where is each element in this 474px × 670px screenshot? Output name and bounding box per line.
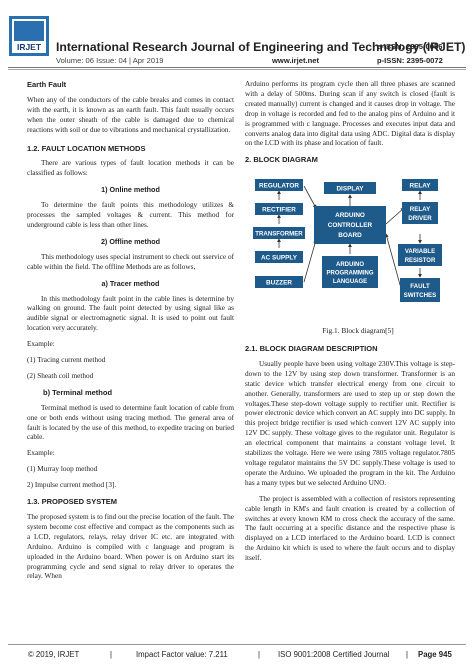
block-label: CONTROLLER — [328, 222, 373, 229]
example-item: (2) Sheath coil method — [27, 371, 94, 380]
relay-driver-block: RELAY DRIVER — [402, 202, 438, 224]
paragraph: The proposed system is to find out the p… — [27, 513, 234, 581]
footer-separator: | — [258, 650, 261, 659]
example-label: Example: — [27, 340, 55, 349]
website[interactable]: www.irjet.net — [272, 56, 319, 65]
block-label: BUZZER — [266, 280, 292, 287]
block-label: RECTIFIER — [262, 207, 296, 214]
left-column: Earth Fault When any of the conductors o… — [27, 80, 234, 588]
right-column-bottom: 2.1. BLOCK DIAGRAM DESCRIPTION Usually p… — [245, 344, 455, 570]
section-heading: 2. BLOCK DIAGRAM — [245, 155, 318, 165]
paragraph: This methodology uses special instrument… — [27, 252, 234, 271]
irjet-logo: IRJET — [9, 16, 49, 56]
footer-page: Page 945 — [418, 650, 452, 659]
paragraph: There are various types of fault locatio… — [27, 159, 234, 178]
earth-fault-paragraph: When any of the conductors of the cable … — [27, 95, 234, 134]
subheading: b) Terminal method — [43, 387, 113, 397]
paragraph: Usually people have been using voltage 2… — [245, 359, 455, 487]
variable-resistor-block: VARIABLE RESISTOR — [398, 244, 442, 266]
regulator-block: REGULATOR — [255, 179, 303, 191]
footer-copyright: © 2019, IRJET — [28, 650, 80, 659]
example-item: (1) Murray loop method — [27, 465, 98, 474]
logo-text: IRJET — [17, 42, 42, 52]
section-heading: 1.2. FAULT LOCATION METHODS — [27, 143, 146, 153]
block-label: SWITCHES — [404, 292, 437, 299]
paragraph: Arduino performs its program cycle then … — [245, 80, 455, 148]
block-label: ARDUINO — [335, 212, 365, 219]
eissn: e-ISSN: 2395-0056 — [377, 42, 443, 51]
block-label: BOARD — [338, 232, 362, 239]
block-label: TRANSFORMER — [255, 231, 303, 238]
subheading: 1) Online method — [101, 185, 160, 195]
pissn: p-ISSN: 2395-0072 — [377, 56, 443, 65]
block-label: RESISTOR — [405, 258, 436, 264]
block-label: RELAY — [409, 183, 431, 190]
block-label: VARIABLE — [405, 249, 435, 255]
subheading: a) Tracer method — [101, 278, 160, 288]
block-label: RELAY — [410, 206, 431, 213]
journal-title: International Research Journal of Engine… — [56, 40, 466, 54]
example-item: (1) Tracing current method — [27, 356, 106, 365]
paragraph: In this methodology fault point in the c… — [27, 294, 234, 333]
buzzer-block: BUZZER — [255, 276, 303, 288]
subheading: 2) Offline method — [100, 236, 161, 246]
arduino-board-block: ARDUINO CONTROLLER BOARD — [314, 206, 386, 244]
block-label: ARDUINO — [336, 262, 364, 268]
page-header: IRJET International Research Journal of … — [0, 0, 474, 66]
section-heading: 1.3. PROPOSED SYSTEM — [27, 497, 118, 507]
block-label: REGULATOR — [259, 183, 299, 190]
block-label: DISPLAY — [336, 186, 364, 193]
ac-supply-block: AC SUPPLY — [255, 251, 303, 263]
paragraph: Terminal method is used to determine fau… — [27, 403, 234, 442]
programming-language-block: ARDUINO PROGRAMMING LANGUAGE — [322, 256, 378, 288]
transformer-block: TRANSFORMER — [253, 227, 305, 239]
footer-separator: | — [110, 650, 113, 659]
volume-issue: Volume: 06 Issue: 04 | Apr 2019 — [56, 56, 164, 65]
block-label: AC SUPPLY — [261, 255, 298, 262]
display-block: DISPLAY — [324, 182, 376, 194]
block-label: PROGRAMMING — [327, 271, 374, 277]
footer-divider — [8, 644, 466, 645]
paragraph: To determine the fault points this metho… — [27, 201, 234, 229]
relay-block: RELAY — [402, 179, 438, 191]
paragraph: The project is assembled with a collecti… — [245, 494, 455, 563]
footer-impact: Impact Factor value: 7.211 — [136, 650, 228, 659]
header-divider — [8, 67, 466, 68]
header-divider-2 — [8, 69, 466, 70]
earth-fault-heading: Earth Fault — [27, 80, 67, 89]
figure-caption: Fig.1. Block diagram[5] — [322, 326, 394, 335]
example-label: Example: — [27, 449, 55, 458]
example-item: 2) Impulse current method [3]. — [27, 481, 117, 490]
block-label: DRIVER — [408, 215, 432, 222]
right-column-top: Arduino performs its program cycle then … — [245, 80, 455, 171]
rectifier-block: RECTIFIER — [255, 203, 303, 215]
block-label: FAULT — [410, 283, 430, 290]
footer-iso: ISO 9001:2008 Certified Journal — [278, 650, 390, 659]
block-label: LANGUAGE — [333, 279, 367, 285]
section-heading: 2.1. BLOCK DIAGRAM DESCRIPTION — [245, 344, 378, 353]
fault-switches-block: FAULT SWITCHES — [400, 278, 440, 302]
block-diagram: REGULATOR RECTIFIER TRANSFORMER AC SUPPL… — [253, 179, 442, 302]
footer-separator: | — [406, 650, 409, 659]
